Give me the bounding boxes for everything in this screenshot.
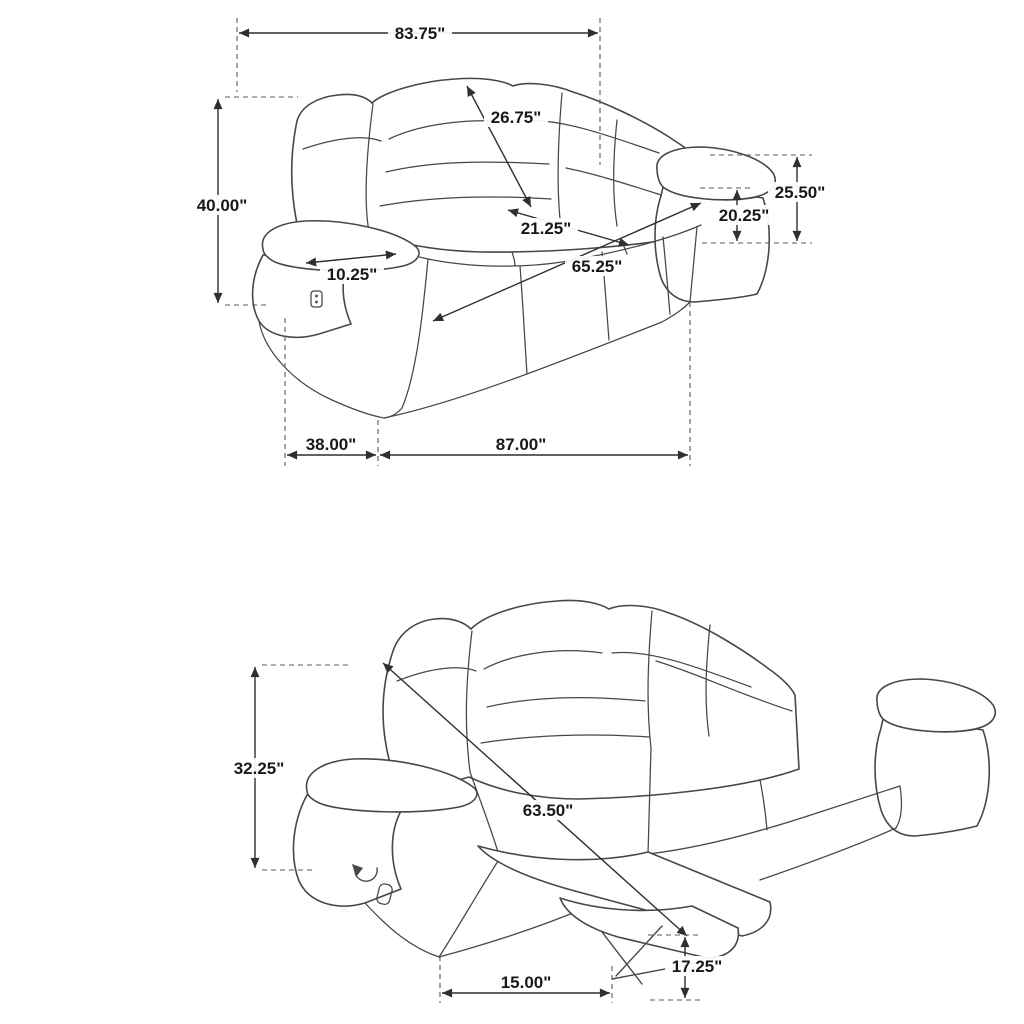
dimension-label-arm-height: 25.50" xyxy=(775,183,826,202)
dim-seat-height: 20.25" xyxy=(700,187,776,241)
reclined-back-cushions xyxy=(382,599,800,800)
reclined-dimensions: 32.25" 63.50" 15.00" 17.25" xyxy=(227,662,729,1003)
dimension-label-armrest-width: 10.25" xyxy=(327,265,378,284)
sofa-upright-drawing xyxy=(251,77,777,419)
dimension-label-overall-depth: 38.00" xyxy=(306,435,357,454)
dimension-label-overall-height: 40.00" xyxy=(197,196,248,215)
dimension-label-seat-depth: 21.25" xyxy=(521,219,572,238)
dim-arm-height: 25.50" xyxy=(702,154,832,244)
dim-back-cushion-diagonal: 26.75" xyxy=(466,85,548,208)
upright-dimensions: 83.75" 26.75" 40.00" 25.50" 20.25" xyxy=(190,18,832,466)
dim-overall-width: 83.75" xyxy=(236,18,601,165)
dim-footrest-floor-depth: 15.00" xyxy=(439,956,613,1003)
dimension-label-footrest-floor-depth: 15.00" xyxy=(501,973,552,992)
dim-overall-height: 40.00" xyxy=(190,96,298,306)
dim-base-width: 87.00" xyxy=(380,302,691,466)
dimension-label-reclined-back-height: 32.25" xyxy=(234,759,285,778)
dim-reclined-back-height: 32.25" xyxy=(227,664,352,871)
reclined-left-arm xyxy=(292,758,478,907)
dimension-label-seat-width: 65.25" xyxy=(572,257,623,276)
dim-footrest-height: 17.25" xyxy=(648,934,729,1001)
dimension-label-seat-height: 20.25" xyxy=(719,206,770,225)
dim-seat-width: 65.25" xyxy=(432,202,702,322)
reclined-right-arm xyxy=(874,678,997,837)
dim-armrest-width: 10.25" xyxy=(305,250,397,284)
sofa-reclined-drawing xyxy=(292,599,997,985)
dim-reclined-overall-length: 63.50" xyxy=(382,662,688,937)
dimension-label-footrest-height: 17.25" xyxy=(672,957,723,976)
dimension-label-back-cushion-diagonal: 26.75" xyxy=(491,108,542,127)
dimension-label-base-width: 87.00" xyxy=(496,435,547,454)
dimension-label-reclined-overall-length: 63.50" xyxy=(523,801,574,820)
power-recline-button xyxy=(310,290,323,308)
dim-overall-depth: 38.00" xyxy=(284,318,379,466)
dimension-label-overall-width: 83.75" xyxy=(395,24,446,43)
